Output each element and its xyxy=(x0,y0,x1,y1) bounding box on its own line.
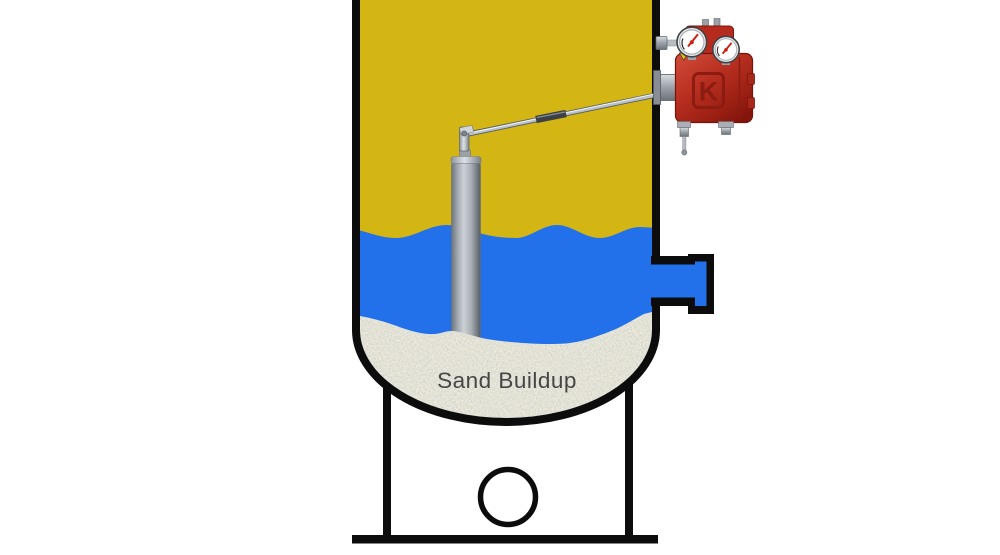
fitting-collar xyxy=(718,121,734,128)
stand-hole xyxy=(477,466,539,528)
fitting-nut xyxy=(721,127,731,135)
displacer-arm xyxy=(459,90,669,152)
arm-coupling-highlight xyxy=(536,111,566,119)
sand-group xyxy=(360,310,652,418)
fitting-nut xyxy=(679,127,689,137)
gauge-needle xyxy=(721,42,733,55)
fitting-tip xyxy=(681,149,688,156)
level-controller: K xyxy=(653,18,755,156)
brand-logo-plate xyxy=(692,72,725,109)
outlet-pipe-wall-top xyxy=(651,256,690,265)
stand-base xyxy=(352,535,658,544)
gauge-hub xyxy=(689,40,694,45)
arm-rod-highlight xyxy=(467,91,665,134)
vessel-stand xyxy=(352,383,658,544)
displacer-body xyxy=(451,163,481,346)
stand-leg-right xyxy=(625,383,633,539)
door-latch-top xyxy=(747,73,755,85)
outlet-pipe-bore xyxy=(649,264,707,298)
gauge-hub xyxy=(724,48,728,52)
displacer xyxy=(450,149,482,346)
sand-layer xyxy=(360,310,652,418)
fitting-collar xyxy=(677,121,691,128)
door-latch-bottom xyxy=(747,97,755,109)
sand-buildup-label: Sand Buildup xyxy=(437,368,577,393)
gauge-scale xyxy=(716,46,720,57)
upper-wall-fitting xyxy=(655,36,668,50)
vessel-shell xyxy=(352,0,660,426)
pressure-gauge-right xyxy=(711,35,740,65)
outlet-pipe-wall-bottom xyxy=(651,297,690,306)
fitting-tube xyxy=(682,136,687,151)
arm-coupling xyxy=(535,109,567,124)
outlet-pipe xyxy=(649,254,714,314)
brand-logo-letter: K xyxy=(699,77,719,107)
stand-leg-left xyxy=(383,386,391,539)
gauge-needle xyxy=(687,33,699,48)
bottom-fitting-left xyxy=(677,121,691,156)
mount-flange xyxy=(653,70,661,105)
pressure-gauge-left xyxy=(676,26,708,60)
gauge-scale xyxy=(681,38,685,50)
clevis-pin xyxy=(461,130,468,137)
bottom-fitting-right xyxy=(718,121,734,135)
vent-stud-right xyxy=(713,18,721,27)
